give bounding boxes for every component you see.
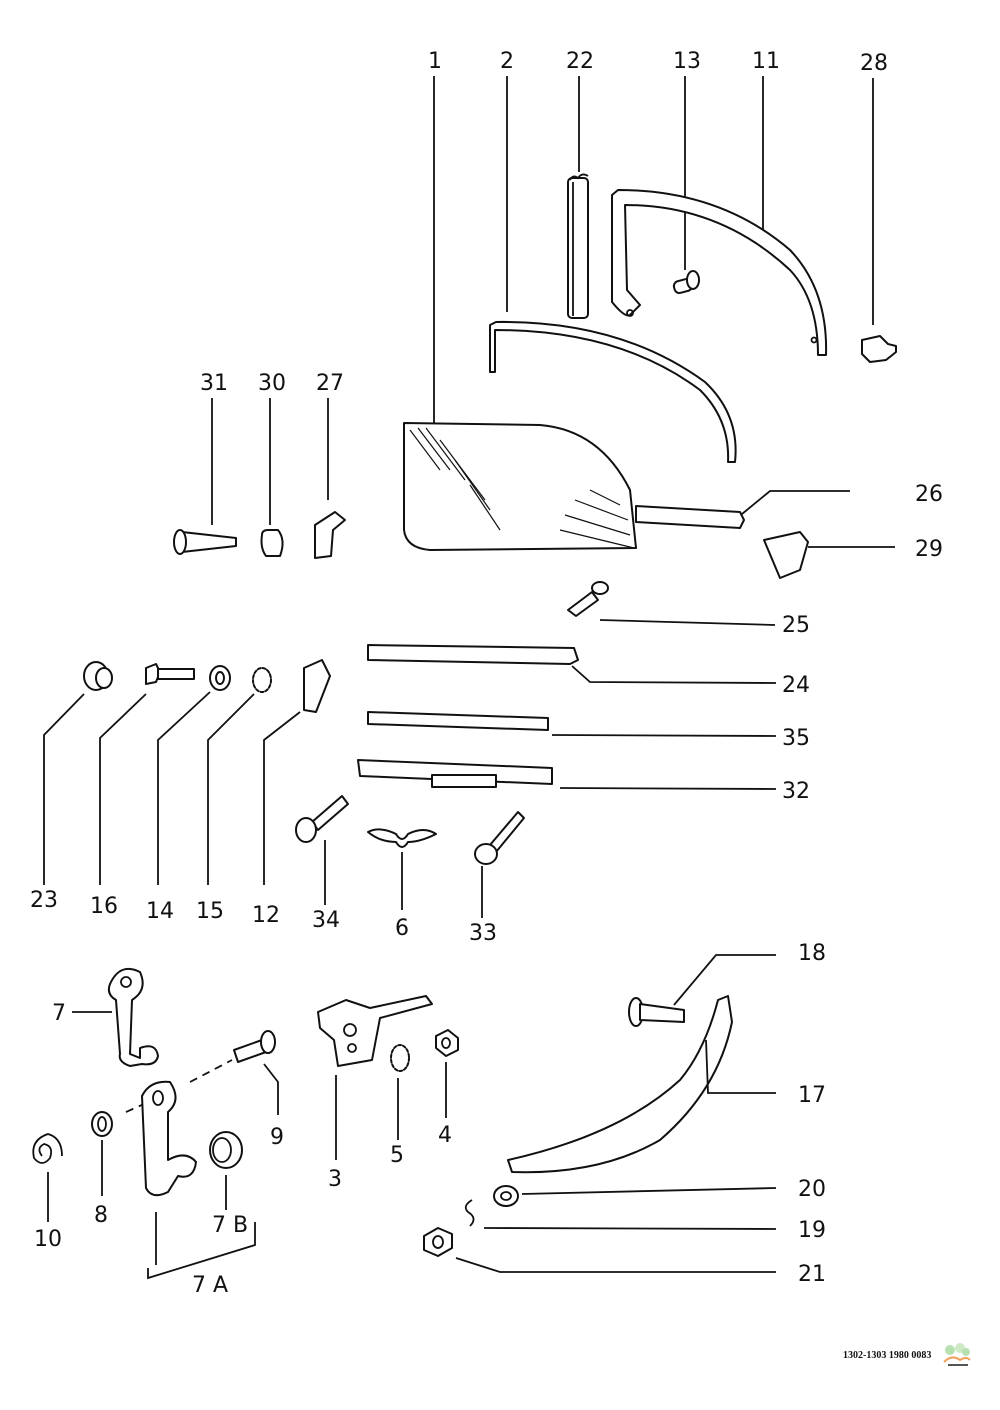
callout-6: 6: [395, 916, 409, 941]
callout-9: 9: [270, 1125, 284, 1150]
callout-32: 32: [782, 779, 810, 804]
part-5-lock-washer: [390, 1044, 410, 1072]
part-16-bolt: [145, 663, 195, 685]
callout-18: 18: [798, 941, 826, 966]
callout-26: 26: [915, 482, 943, 507]
part-24-lifter-channel: [367, 644, 579, 665]
part-34-screw: [295, 795, 349, 843]
part-30-cap: [260, 529, 284, 557]
part-27-bracket: [314, 511, 346, 559]
part-29-clip: [763, 531, 809, 579]
part-28-clip: [861, 335, 897, 363]
callout-31: 31: [200, 371, 228, 396]
part-18-bolt: [628, 997, 685, 1027]
callout-7b: 7 B: [212, 1213, 248, 1238]
part-31-screw: [173, 529, 237, 555]
publisher-logo-icon: [943, 1343, 971, 1366]
callout-3: 3: [328, 1167, 342, 1192]
callout-34: 34: [312, 908, 340, 933]
part-33-screw: [474, 811, 525, 865]
part-35-strip: [367, 711, 549, 731]
callout-10: 10: [34, 1227, 62, 1252]
part-10-spring: [32, 1133, 63, 1164]
part-15-lock-washer: [252, 667, 272, 693]
part-25-screw: [567, 581, 609, 617]
callout-21: 21: [798, 1262, 826, 1287]
part-7a-crank-handle: [141, 1080, 197, 1197]
callout-35: 35: [782, 726, 810, 751]
part-26-channel: [635, 505, 745, 529]
part-9-screw: [233, 1030, 276, 1063]
callout-27: 27: [316, 371, 344, 396]
part-11-window-channel: [611, 189, 828, 356]
part-12-bracket: [303, 659, 331, 713]
diagram-reference-code: 1302-1303 1980 0083: [843, 1350, 932, 1361]
callout-19: 19: [798, 1218, 826, 1243]
callout-15: 15: [196, 899, 224, 924]
callout-8: 8: [94, 1203, 108, 1228]
callout-30: 30: [258, 371, 286, 396]
callout-14: 14: [146, 899, 174, 924]
callout-5: 5: [390, 1143, 404, 1168]
callout-29: 29: [915, 537, 943, 562]
part-19-spring-clip: [464, 1199, 475, 1227]
part-4-nut: [435, 1029, 459, 1057]
part-21-nut: [423, 1227, 453, 1257]
callout-7a: 7 A: [192, 1273, 228, 1298]
part-3-window-regulator: [317, 995, 433, 1067]
callout-28: 28: [860, 51, 888, 76]
callout-13: 13: [673, 49, 701, 74]
callout-4: 4: [438, 1123, 452, 1148]
part-17-guide-rail: [507, 995, 733, 1174]
callout-12: 12: [252, 903, 280, 928]
callout-7: 7: [52, 1001, 66, 1026]
part-23-bushing: [83, 661, 113, 691]
part-22-seal-strip: [567, 173, 589, 319]
callout-20: 20: [798, 1177, 826, 1202]
callout-1: 1: [428, 49, 442, 74]
part-2-window-seal: [489, 320, 737, 463]
callout-16: 16: [90, 894, 118, 919]
part-14-washer: [209, 665, 231, 691]
part-20-washer: [493, 1185, 519, 1207]
part-7b-knob: [209, 1131, 243, 1169]
callout-25: 25: [782, 613, 810, 638]
callout-24: 24: [782, 673, 810, 698]
part-13-pin: [672, 270, 700, 295]
callout-22: 22: [566, 49, 594, 74]
callout-2: 2: [500, 49, 514, 74]
part-7-window-crank: [107, 968, 159, 1067]
callout-23: 23: [30, 888, 58, 913]
callout-17: 17: [798, 1083, 826, 1108]
part-6-clip: [367, 828, 437, 848]
callout-33: 33: [469, 921, 497, 946]
part-8-washer: [91, 1111, 113, 1137]
callout-11: 11: [752, 49, 780, 74]
part-1-window-glass: [403, 422, 637, 551]
part-32-lifter-rail: [357, 759, 553, 788]
